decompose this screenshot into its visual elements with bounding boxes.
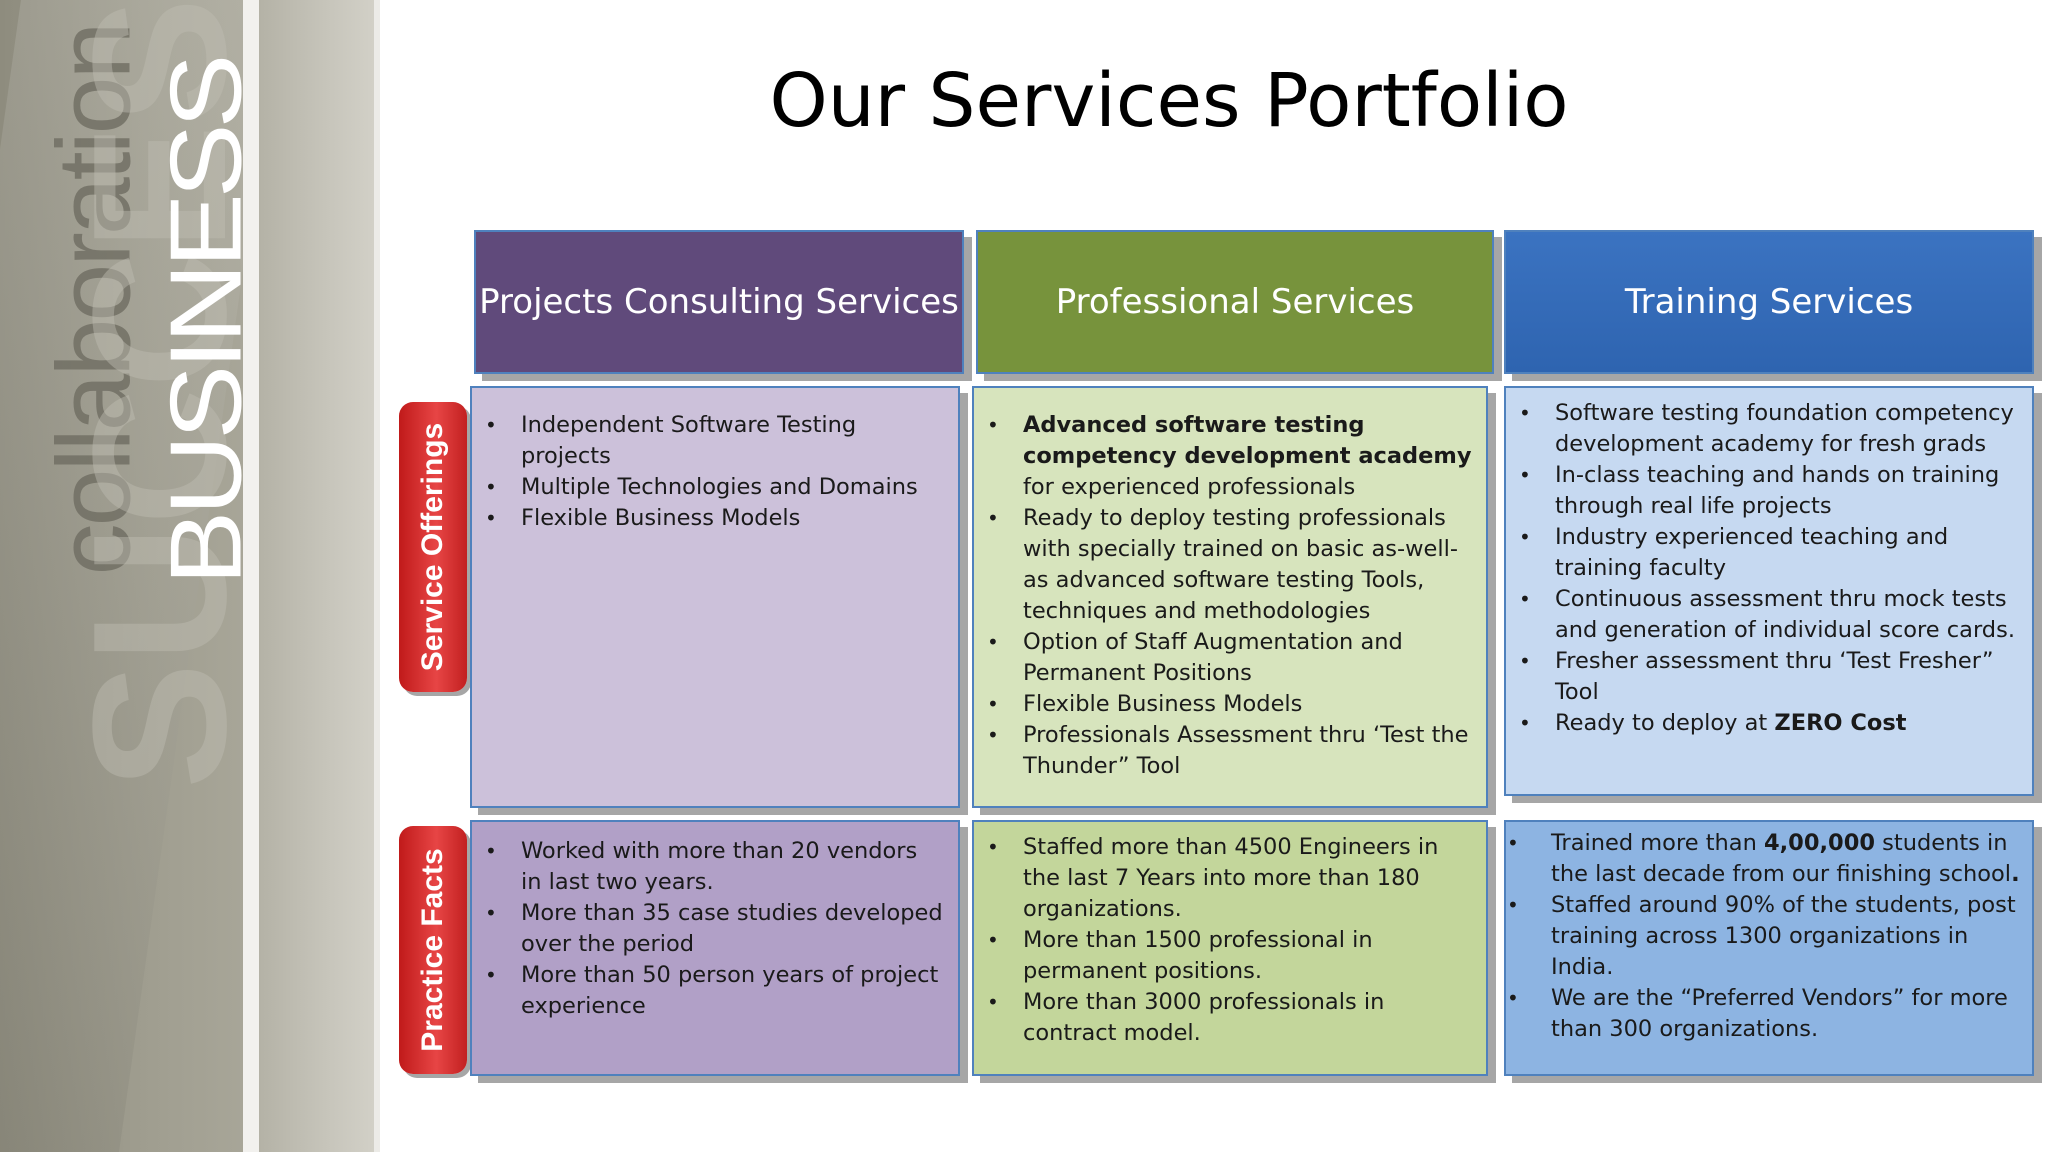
bullet-icon: • xyxy=(987,413,999,437)
column-header-label: Projects Consulting Services xyxy=(479,282,959,322)
bullet-list: •Worked with more than 20 vendors in las… xyxy=(472,836,944,1022)
bullet-icon: • xyxy=(485,475,497,499)
bullet-item: •Multiple Technologies and Domains xyxy=(472,472,944,503)
bullet-list: •Staffed more than 4500 Engineers in the… xyxy=(974,832,1478,1049)
row-label-text: Service Offerings xyxy=(416,422,449,672)
bullet-icon: • xyxy=(1507,986,1519,1010)
column-header-professional-services: Professional Services xyxy=(976,230,1494,374)
cell-facts-projects-consulting: •Worked with more than 20 vendors in las… xyxy=(470,820,960,1076)
bullet-icon: • xyxy=(1519,463,1531,487)
bullet-icon: • xyxy=(1507,893,1519,917)
bullet-item: •Staffed more than 4500 Engineers in the… xyxy=(987,834,1439,922)
bullet-list: •Software testing foundation competency … xyxy=(1506,398,2024,739)
bullet-item: •More than 3000 professionals in contrac… xyxy=(987,989,1385,1046)
bullet-list: •Trained more than 4,00,000 students in … xyxy=(1506,828,2026,1045)
bullet-icon: • xyxy=(1519,649,1531,673)
bullet-list: •Independent Software Testing projects •… xyxy=(472,410,944,534)
bullet-icon: • xyxy=(1519,711,1531,735)
bullet-item: •Flexible Business Models xyxy=(472,503,944,534)
bullet-icon: • xyxy=(485,413,497,437)
bullet-item: •Staffed around 90% of the students, pos… xyxy=(1507,892,2016,980)
bullet-icon: • xyxy=(485,506,497,530)
bullet-icon: • xyxy=(987,692,999,716)
bullet-item: •Software testing foundation competency … xyxy=(1519,400,2014,457)
bullet-item: •More than 50 person years of project ex… xyxy=(485,962,939,1019)
bullet-icon: • xyxy=(485,963,497,987)
bullet-item: •Industry experienced teaching and train… xyxy=(1519,524,1949,581)
bullet-item: •Continuous assessment thru mock tests a… xyxy=(1519,586,2015,643)
bullet-item: •More than 35 case studies developed ove… xyxy=(485,900,943,957)
bullet-item: •Trained more than 4,00,000 students in … xyxy=(1507,830,2020,887)
bullet-item: •Independent Software Testing projects xyxy=(485,412,857,469)
column-header-training-services: Training Services xyxy=(1504,230,2034,374)
bullet-item: •In-class teaching and hands on training… xyxy=(1519,462,2000,519)
decorative-side-banner: collaboration SUCCESS BUSINESS xyxy=(0,0,380,1152)
bullet-icon: • xyxy=(1519,401,1531,425)
bullet-item: •Flexible Business Models xyxy=(974,689,1476,720)
bullet-icon: • xyxy=(987,723,999,747)
decorative-divider-band xyxy=(243,0,259,1152)
cell-facts-training-services: •Trained more than 4,00,000 students in … xyxy=(1504,820,2034,1076)
cell-offerings-training-services: •Software testing foundation competency … xyxy=(1504,386,2034,796)
slide-title: Our Services Portfolio xyxy=(769,58,1569,144)
bullet-icon: • xyxy=(1507,831,1519,855)
bullet-icon: • xyxy=(485,901,497,925)
bullet-icon: • xyxy=(1519,525,1531,549)
cell-facts-professional-services: •Staffed more than 4500 Engineers in the… xyxy=(972,820,1488,1076)
bullet-item: •Worked with more than 20 vendors in las… xyxy=(485,838,918,895)
row-label-text: Practice Facts xyxy=(416,848,449,1052)
cell-offerings-professional-services: •Advanced software testing competency de… xyxy=(972,386,1488,808)
bullet-icon: • xyxy=(485,839,497,863)
bullet-item: •Professionals Assessment thru ‘Test the… xyxy=(987,722,1469,779)
bullet-item: •Option of Staff Augmentation and Perman… xyxy=(987,629,1403,686)
bullet-item: •Fresher assessment thru ‘Test Fresher” … xyxy=(1519,648,1994,705)
bullet-icon: • xyxy=(1519,587,1531,611)
decor-word-business: BUSINESS xyxy=(149,58,263,586)
bullet-item: •Ready to deploy at ZERO Cost xyxy=(1506,708,2024,739)
bullet-item: •We are the “Preferred Vendors” for more… xyxy=(1507,985,2008,1042)
column-header-projects-consulting: Projects Consulting Services xyxy=(474,230,964,374)
column-header-label: Professional Services xyxy=(1055,282,1415,322)
cell-offerings-projects-consulting: •Independent Software Testing projects •… xyxy=(470,386,960,808)
bullet-list: •Advanced software testing competency de… xyxy=(974,410,1476,782)
bullet-icon: • xyxy=(987,506,999,530)
bullet-icon: • xyxy=(987,990,999,1014)
decorative-edge xyxy=(374,0,380,1152)
column-header-label: Training Services xyxy=(1624,282,1914,322)
bullet-icon: • xyxy=(987,835,999,859)
bullet-icon: • xyxy=(987,630,999,654)
bullet-item: •More than 1500 professional in permanen… xyxy=(987,927,1373,984)
decorative-strip xyxy=(259,0,374,1152)
row-label-service-offerings: Service Offerings xyxy=(399,402,467,692)
bullet-item: •Advanced software testing competency de… xyxy=(987,412,1472,500)
bullet-icon: • xyxy=(987,928,999,952)
bullet-item: •Ready to deploy testing professionals w… xyxy=(987,505,1459,624)
row-label-practice-facts: Practice Facts xyxy=(399,826,467,1074)
